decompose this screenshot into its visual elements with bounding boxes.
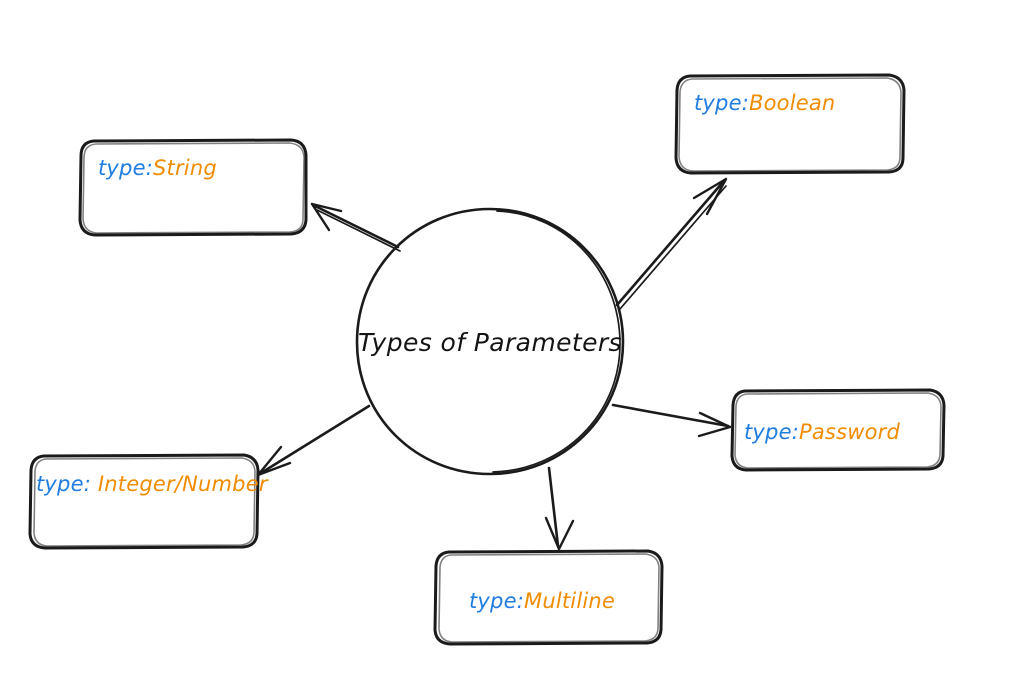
node-boolean-value: Boolean: [749, 91, 835, 115]
node-multiline-value: Multiline: [524, 589, 615, 613]
node-multiline-label: type:Multiline: [469, 589, 615, 613]
node-string-key: type:: [98, 156, 153, 180]
center-node[interactable]: Types of Parameters: [355, 207, 625, 476]
connector-center-to-boolean: [615, 177, 728, 310]
connector-center-to-string-line: [313, 204, 400, 249]
node-multiline-key: type:: [469, 589, 524, 613]
node-password[interactable]: type:Password: [730, 388, 946, 472]
node-password-value: Password: [799, 420, 900, 444]
node-boolean[interactable]: type:Boolean: [674, 73, 906, 175]
node-password-key: type:: [744, 420, 799, 444]
center-circle: [355, 207, 625, 476]
node-boolean-box-sketch: [678, 77, 902, 172]
node-boolean-box: [674, 73, 906, 175]
node-multiline[interactable]: type:Multiline: [433, 549, 664, 646]
connector-center-to-multiline: [544, 466, 575, 551]
node-integer-number-value: Integer/Number: [98, 472, 269, 496]
connector-center-to-string: [310, 202, 401, 252]
node-string-value: String: [153, 156, 217, 180]
node-string[interactable]: type:String: [78, 138, 308, 237]
node-multiline-box: [433, 549, 664, 646]
connector-center-to-boolean-line-sketch: [619, 185, 727, 310]
connector-center-to-password: [611, 403, 732, 438]
node-integer-number[interactable]: type: Integer/Number: [28, 453, 269, 550]
connector-center-to-boolean-arrowhead: [692, 177, 728, 216]
node-password-box: [730, 388, 946, 472]
node-string-box-sketch: [82, 142, 305, 234]
node-integer-number-label: type: Integer/Number: [36, 472, 269, 496]
center-node-label: Types of Parameters: [358, 328, 622, 357]
node-string-box: [78, 138, 308, 237]
node-integer-number-box-sketch: [33, 457, 256, 547]
node-integer-number-box: [28, 453, 260, 550]
connector-center-to-multiline-arrowhead: [544, 516, 575, 551]
connector-center-to-string-line-sketch: [316, 209, 401, 252]
center-circle-sketch: [492, 210, 621, 473]
node-password-label: type:Password: [744, 420, 900, 444]
node-multiline-box-sketch: [438, 553, 660, 643]
connector-center-to-string-arrowhead: [310, 202, 343, 232]
connector-center-to-password-line: [611, 403, 730, 428]
node-boolean-key: type:: [694, 91, 749, 115]
connector-center-to-integer-number-arrowhead: [256, 445, 292, 477]
connector-center-to-boolean-line: [615, 180, 725, 307]
node-integer-number-key: type:: [36, 472, 98, 496]
connector-center-to-integer-number-line: [259, 404, 371, 475]
node-password-box-sketch: [734, 392, 942, 469]
connector-center-to-password-arrowhead: [697, 411, 732, 438]
connector-center-to-multiline-line: [547, 466, 560, 548]
connector-center-to-integer-number: [256, 404, 371, 477]
node-string-label: type:String: [98, 156, 217, 180]
node-boolean-label: type:Boolean: [694, 91, 835, 115]
